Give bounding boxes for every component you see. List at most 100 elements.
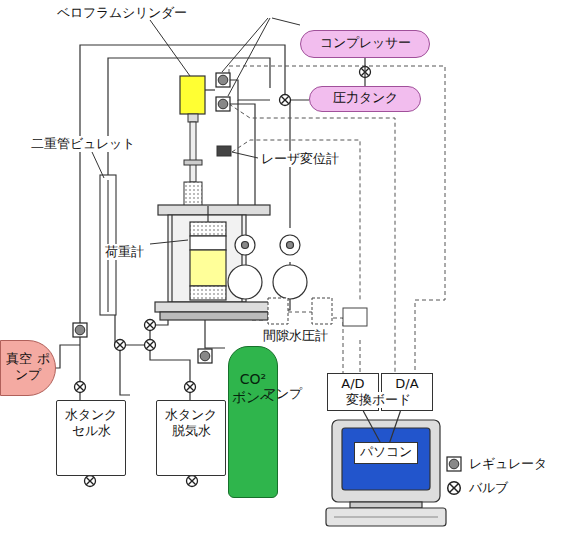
gauges-part xyxy=(235,235,255,255)
regulator-symbol xyxy=(444,454,464,474)
computer-part xyxy=(334,516,438,517)
loading-rod xyxy=(184,122,231,206)
node-text: パソコン xyxy=(360,444,412,460)
part-label: 変換ボード xyxy=(345,392,412,408)
valves-part xyxy=(145,340,156,351)
valve-symbol xyxy=(444,478,464,498)
legend: レギュレータバルブ xyxy=(444,452,547,500)
triaxial-cell-part xyxy=(207,206,208,222)
legend-symbol xyxy=(447,457,461,471)
leader-lines-part xyxy=(272,18,300,25)
connector xyxy=(363,411,380,442)
valves-part xyxy=(187,476,198,487)
regulators-part xyxy=(73,323,87,337)
pore-pressure-amplifiers-part xyxy=(268,298,288,324)
node-text: 圧力タンク xyxy=(333,90,398,106)
computer-part xyxy=(350,502,422,508)
co2-cylinder: CO² ボンベ xyxy=(228,346,278,498)
signal-lines-part xyxy=(360,340,361,373)
node-text: A/D xyxy=(341,376,364,392)
triaxial-cell-part xyxy=(190,236,226,250)
triaxial-cell-part xyxy=(155,302,273,312)
leader-lines-part xyxy=(150,240,188,244)
leader-lines-part xyxy=(232,152,258,158)
loading-rod-part xyxy=(184,160,202,165)
pipes-part xyxy=(108,58,270,175)
loading-rod-part xyxy=(190,122,196,182)
bellofram-cylinder xyxy=(180,76,205,122)
connector xyxy=(364,58,365,86)
signal-lines-part xyxy=(333,318,343,373)
node-text: 水タンク セル水 xyxy=(60,407,122,440)
water-tank: 水タンク セル水 xyxy=(56,400,126,476)
compressor-box: コンプレッサー xyxy=(300,30,430,58)
part-label: 間隙水圧計 xyxy=(262,328,329,344)
triaxial-cell-part xyxy=(190,286,226,300)
leader-lines-part xyxy=(228,18,270,96)
part-label: ベロフラムシリンダー xyxy=(56,5,188,21)
bellofram-cylinder-part xyxy=(188,114,198,122)
leader-lines-part xyxy=(150,20,190,76)
connector xyxy=(390,411,401,442)
leader-lines xyxy=(92,18,300,244)
node-text: 水タンク 脱気水 xyxy=(160,407,222,440)
computer xyxy=(326,420,446,526)
triaxial-cell-part xyxy=(158,205,270,215)
legend-row: バルブ xyxy=(444,476,547,500)
pore-pressure-amplifiers-part xyxy=(312,298,332,324)
part-label: 二重管ビュレット xyxy=(30,136,136,152)
node-text: 真空 ポンプ xyxy=(4,351,52,384)
triaxial-cell-part xyxy=(190,250,226,286)
signal-lines xyxy=(229,66,445,373)
pipes xyxy=(40,45,309,400)
legend-text: バルブ xyxy=(469,479,508,497)
valves-part xyxy=(185,382,196,393)
computer-part xyxy=(342,428,430,490)
legend-symbol xyxy=(448,482,461,495)
regulators-part xyxy=(216,73,230,87)
loading-rod-part xyxy=(184,182,202,206)
triaxial-cell-part xyxy=(160,312,268,320)
valves-part xyxy=(115,340,126,351)
valves-part xyxy=(145,320,156,331)
vacuum-pump: 真空 ポンプ xyxy=(0,340,56,396)
pc-screen-label: パソコン xyxy=(354,442,418,464)
gauges-part xyxy=(242,242,249,249)
leader-lines-part xyxy=(92,152,104,178)
computer-part xyxy=(332,420,440,502)
pore-pressure-amplifiers-part xyxy=(343,308,367,326)
pipes-part xyxy=(205,89,215,90)
regulators-part xyxy=(216,97,230,111)
pipes-part xyxy=(80,45,309,323)
signal-lines-part xyxy=(229,104,395,373)
pipes-part xyxy=(205,320,225,348)
gauges-part xyxy=(280,235,300,255)
triaxial-cell xyxy=(155,205,273,320)
gauges-part xyxy=(273,265,307,299)
node-text: D/A xyxy=(395,376,418,392)
part-label: レーザ変位計 xyxy=(260,151,340,167)
signal-lines-part xyxy=(229,66,445,373)
legend-text: レギュレータ xyxy=(469,455,547,473)
water-tank: 水タンク 脱気水 xyxy=(156,400,226,476)
loading-rod-part xyxy=(217,146,231,156)
triaxial-cell-part xyxy=(190,222,226,236)
pressure-tank-box: 圧力タンク xyxy=(309,86,421,112)
valves-part xyxy=(85,476,96,487)
pore-pressure-amplifiers xyxy=(268,298,367,326)
signal-lines-part xyxy=(288,312,312,313)
bellofram-cylinder-part xyxy=(180,76,205,114)
legend-row: レギュレータ xyxy=(444,452,547,476)
part-label: アンプ xyxy=(262,386,303,402)
pipes-part xyxy=(120,345,130,395)
valves-part xyxy=(280,95,291,106)
part-label: 荷重計 xyxy=(104,244,145,260)
pipes-part xyxy=(150,345,190,400)
node-text: コンプレッサー xyxy=(320,35,411,51)
valves-part xyxy=(75,382,86,393)
regulators-part xyxy=(198,349,212,363)
gauges-part xyxy=(228,265,262,299)
gauges-part xyxy=(287,242,294,249)
gauges xyxy=(228,235,307,299)
computer-part xyxy=(326,508,446,526)
